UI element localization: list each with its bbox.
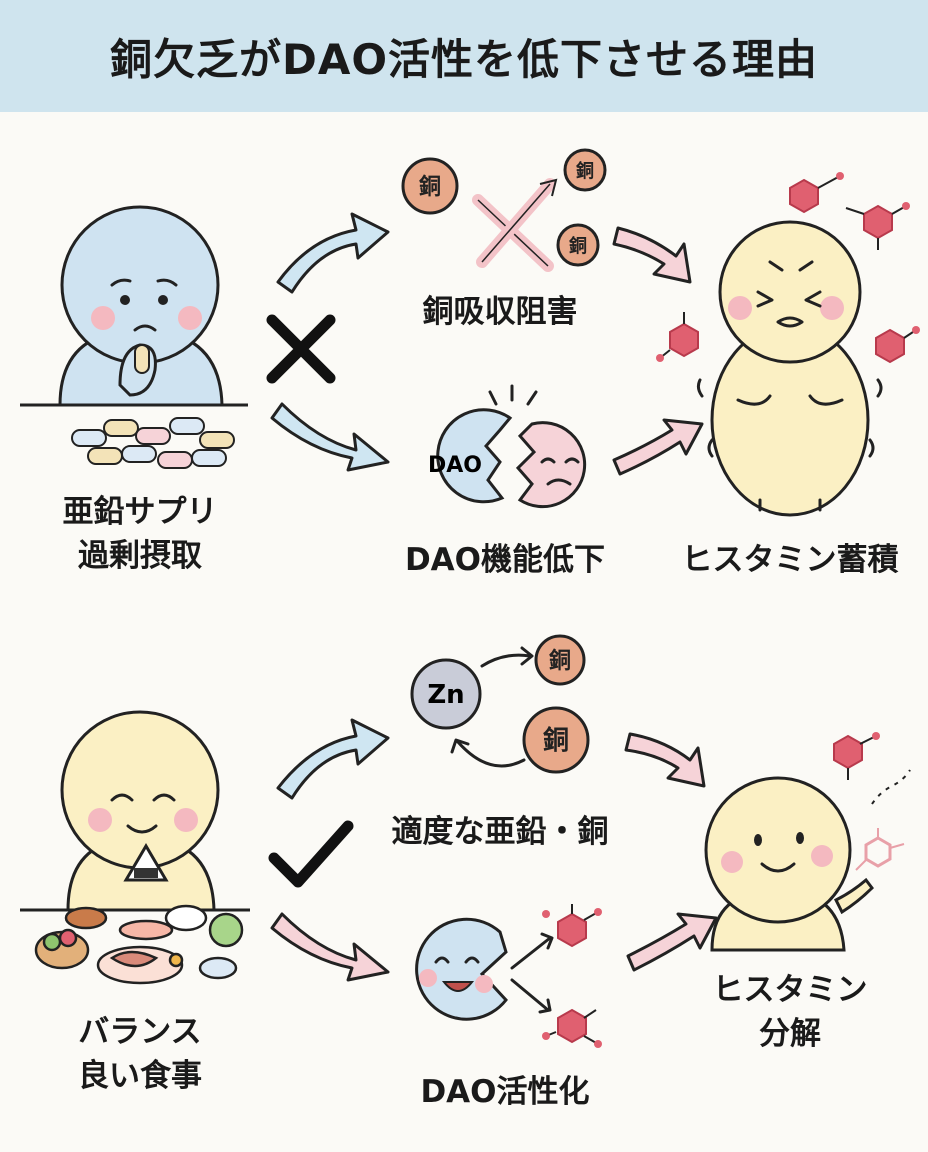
svg-text:銅: 銅 — [576, 160, 594, 182]
cause-line-1: 亜鉛サプリ — [62, 494, 218, 530]
cause-label-top: 亜鉛サプリ 過剰摂取 — [40, 490, 240, 578]
blocked-path-icon — [472, 178, 558, 272]
zinc-coin-icon: Zn — [410, 658, 482, 730]
step-label-dao-activation: DAO活性化 — [420, 1074, 590, 1110]
arrow-down-bottom-icon — [270, 912, 390, 982]
copper-coin-icon: 銅 — [401, 157, 459, 215]
arrow-up-bottom-icon — [276, 718, 390, 800]
step-label-dao-decline: DAO機能低下 — [404, 542, 606, 578]
outcome-label-histamine-buildup: ヒスタミン蓄積 — [681, 542, 899, 578]
arrow-up-top-icon — [276, 212, 390, 294]
happy-waving-character-icon — [704, 776, 874, 952]
copper-coin-small-icon: 銅 — [563, 148, 607, 192]
outcome-line-1: ヒスタミン — [712, 972, 868, 1008]
copper-coin-small-icon: 銅 — [534, 634, 586, 686]
balanced-meal-icon — [34, 904, 244, 985]
cause-line-2: 過剰摂取 — [78, 538, 202, 574]
copper-coin-small-icon: 銅 — [556, 223, 600, 267]
cross-mark-icon — [266, 314, 336, 384]
svg-text:銅: 銅 — [419, 174, 441, 200]
dao-enzyme-active-icon — [415, 904, 602, 1048]
step-label-moderate-zinc-copper: 適度な亜鉛・銅 — [391, 814, 609, 850]
svg-text:銅: 銅 — [569, 235, 587, 257]
cause-line-2: 良い食事 — [78, 1058, 202, 1094]
histamine-molecule-icon — [656, 172, 920, 363]
arrow-to-outcome-bottom-icon — [612, 418, 704, 476]
step-label-copper-absorption: 銅吸収阻害 — [422, 294, 578, 330]
happy-eating-character-icon — [60, 710, 220, 912]
supplement-pills-icon — [71, 417, 235, 469]
svg-text:Zn: Zn — [427, 680, 464, 710]
outcome-label-histamine-breakdown: ヒスタミン 分解 — [690, 968, 890, 1056]
svg-text:DAO: DAO — [428, 453, 482, 478]
svg-text:銅: 銅 — [549, 648, 571, 674]
header-banner: 銅欠乏がDAO活性を低下させる理由 — [0, 0, 928, 112]
histamine-breaking-icon — [833, 732, 911, 871]
cause-line-1: バランス — [78, 1014, 202, 1050]
arrow-to-outcome-bottom-row-icon — [624, 732, 706, 788]
suffering-character-icon — [696, 220, 883, 517]
outcome-line-2: 分解 — [759, 1016, 821, 1052]
worried-character-icon — [58, 205, 224, 407]
dao-enzyme-broken-icon: DAO — [428, 384, 587, 509]
arrow-to-outcome-top-icon — [612, 226, 692, 284]
arrow-to-outcome-bottom-row-2-icon — [626, 912, 718, 972]
exchange-arrow-icon — [480, 646, 534, 668]
svg-text:銅: 銅 — [543, 725, 569, 756]
copper-coin-icon: 銅 — [522, 706, 590, 774]
exchange-arrow-icon — [450, 738, 526, 768]
arrow-down-top-icon — [270, 402, 390, 472]
check-mark-icon — [268, 820, 354, 888]
page-title: 銅欠乏がDAO活性を低下させる理由 — [109, 34, 819, 84]
cause-label-bottom: バランス 良い食事 — [40, 1010, 240, 1098]
